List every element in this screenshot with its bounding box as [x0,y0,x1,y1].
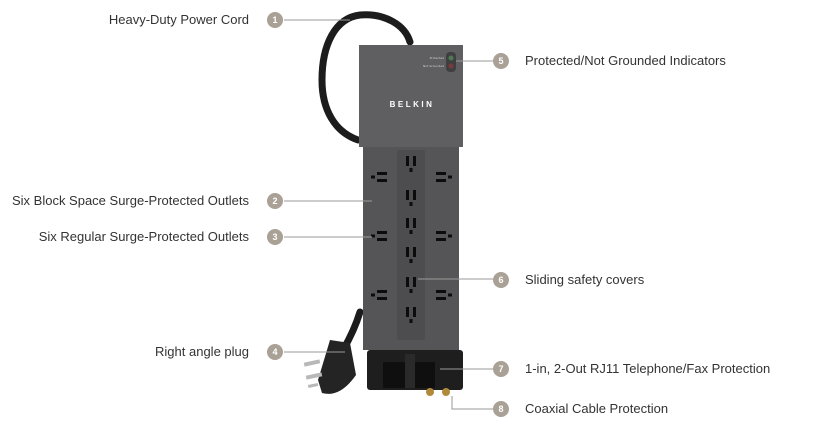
callout-label-rj11-protection: 1-in, 2-Out RJ11 Telephone/Fax Protectio… [525,361,771,376]
callout-badge-6: 6 [493,272,509,288]
callout-label-safety-covers: Sliding safety covers [525,272,645,287]
center-outlet-1 [406,156,416,172]
callout-label-coaxial: Coaxial Cable Protection [525,401,669,416]
side-outlet-right-2 [436,231,452,241]
callout-badge-5: 5 [493,53,509,69]
callout-label-power-cord: Heavy-Duty Power Cord [108,12,249,27]
callout-badge-3: 3 [267,229,283,245]
leader-lines [284,19,493,410]
callout-label-right-angle-plug: Right angle plug [155,344,249,359]
callout-label-regular-outlets: Six Regular Surge-Protected Outlets [38,229,249,244]
center-outlet-2 [406,190,416,206]
outlets [371,156,452,323]
right-angle-plug [303,340,356,394]
callout-badge-1: 1 [267,12,283,28]
callout-badge-4: 4 [267,344,283,360]
center-outlet-5 [406,277,416,293]
indicator-lights: Protected Not Grounded [423,52,456,72]
center-outlet-4 [406,247,416,263]
center-outlet-6 [406,307,416,323]
power-cord [318,11,414,144]
side-outlet-right-1 [436,172,452,182]
indicator-text-top: Protected [430,56,444,60]
callout-label-block-space-outlets: Six Block Space Surge-Protected Outlets [11,193,249,208]
not-grounded-light [448,63,454,69]
indicator-text-bottom: Not Grounded [423,64,444,68]
callout-badge-7: 7 [493,361,509,377]
center-outlet-3 [406,218,416,234]
callout-label-indicators: Protected/Not Grounded Indicators [525,53,726,68]
brand-logo: BELKIN [390,100,435,109]
leader-line-8 [451,396,493,410]
side-outlet-left-1 [371,172,387,182]
protected-light [448,55,454,61]
callout-badge-8: 8 [493,401,509,417]
power-strip-body [359,45,463,396]
side-outlet-left-3 [371,290,387,300]
callout-badge-2: 2 [267,193,283,209]
side-outlet-right-3 [436,290,452,300]
